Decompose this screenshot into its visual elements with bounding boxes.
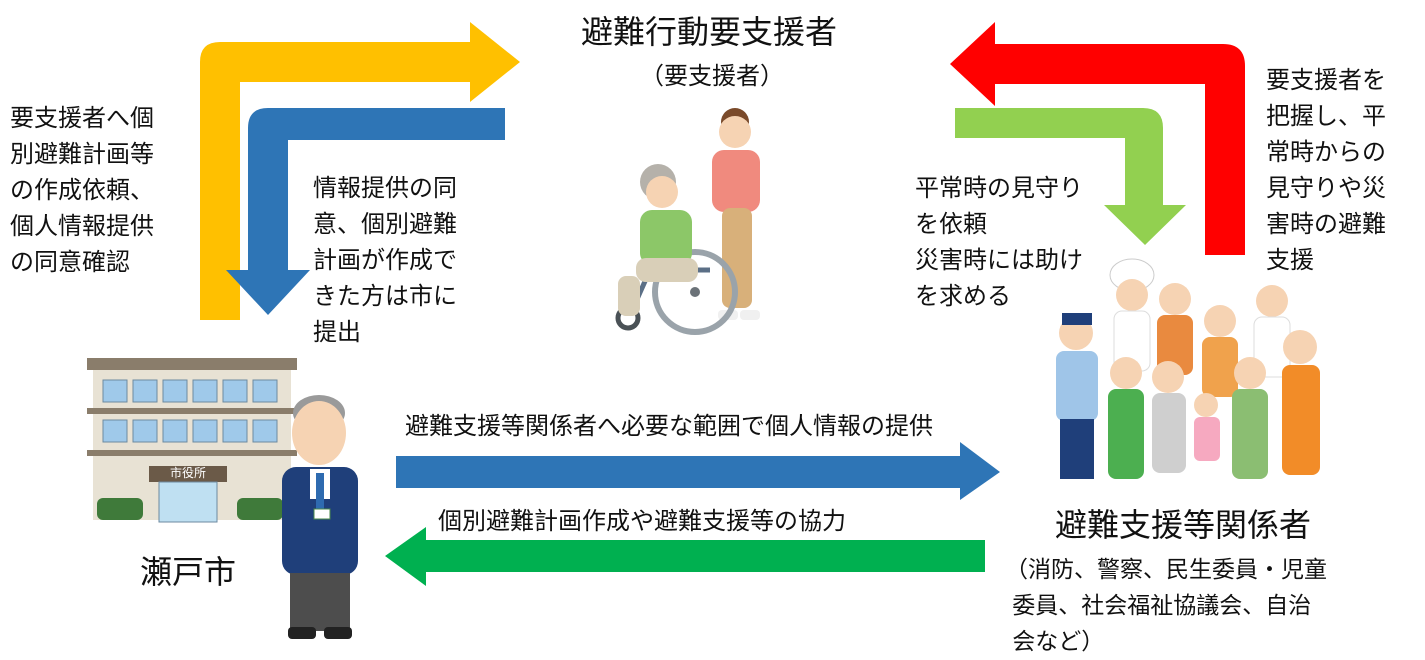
building-sign: 市役所 bbox=[169, 466, 206, 480]
label-supporters-to-person: 要支援者を 把握し、平 常時からの 見守りや災 害時の避難 支援 bbox=[1266, 66, 1386, 274]
supporters-label: 避難支援等関係者 bbox=[1055, 506, 1312, 544]
city-hall-building-illustration bbox=[87, 358, 297, 523]
supporters-sub: （消防、警察、民生委員・児童 委員、社会福祉協議会、自治 会など） bbox=[1005, 557, 1327, 655]
label-city-to-person: 要支援者へ個 別避難計画等 の作成依頼、 個人情報提供 の同意確認 bbox=[10, 104, 154, 276]
arrow-city-to-person bbox=[200, 22, 520, 320]
city-official-illustration bbox=[282, 395, 358, 639]
supporters-group-illustration bbox=[1056, 258, 1320, 479]
label-city-to-supporters: 避難支援等関係者へ必要な範囲で個人情報の提供 bbox=[405, 412, 933, 440]
title-main: 避難行動要支援者 bbox=[581, 13, 838, 51]
elderly-person-figure bbox=[618, 164, 698, 316]
wheelchair-caregiver-illustration bbox=[615, 108, 760, 335]
city-label: 瀬戸市 bbox=[140, 553, 237, 591]
front-row-people bbox=[1056, 313, 1320, 479]
label-person-to-supporters: 平常時の見守り を依頼 災害時には助け を求める bbox=[915, 174, 1083, 310]
arrow-person-to-city bbox=[226, 108, 505, 315]
arrow-city-to-supporters bbox=[396, 442, 1000, 500]
arrow-person-to-supporters bbox=[955, 108, 1186, 245]
caregiver-figure bbox=[712, 108, 760, 320]
title-sub: （要支援者） bbox=[640, 62, 784, 90]
label-supporters-to-city: 個別避難計画作成や避難支援等の協力 bbox=[438, 507, 846, 535]
arrow-supporters-to-city bbox=[385, 527, 985, 586]
back-row-people bbox=[1109, 258, 1291, 397]
label-person-to-city: 情報提供の同 意、個別避難 計画が作成で きた方は市に 提出 bbox=[313, 174, 457, 346]
arrow-supporters-to-person bbox=[950, 22, 1245, 255]
